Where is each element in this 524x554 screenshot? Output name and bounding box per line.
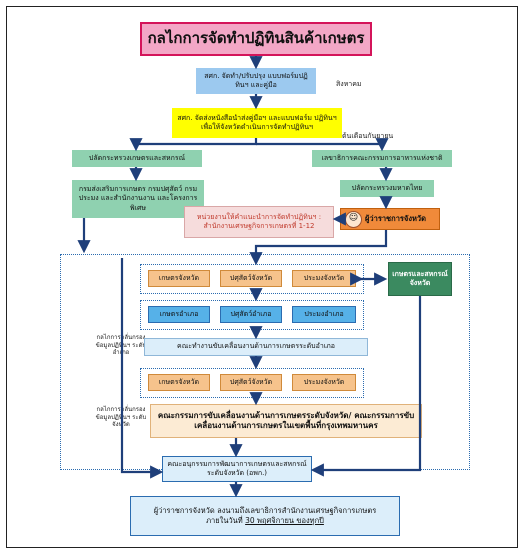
moac-perm-sec-box: ปลัดกระทรวงเกษตรและสหกรณ์ — [72, 150, 202, 167]
side-label-district: กลไกการกลั่นกรอง ข้อมูลปฏิทินฯ ระดับอำเภ… — [95, 334, 147, 356]
final-line2-prefix: ภายในวันที่ — [206, 516, 246, 525]
step2-date: ต้นเดือนกันยายน — [342, 132, 394, 140]
province-fishery-office-2: ประมงจังหวัด — [292, 374, 356, 391]
moi-perm-sec-box: ปลัดกระทรวงมหาดไทย — [340, 180, 434, 197]
district-agri-office: เกษตรอำเภอ — [148, 306, 210, 323]
province-livestock-office: ปศุสัตว์จังหวัด — [220, 270, 282, 287]
nesdc-box: เลขาธิการคณะกรรมการอาหารแห่งชาติ — [312, 150, 452, 167]
province-agri-office: เกษตรจังหวัด — [148, 270, 210, 287]
district-committee-box: คณะทำงานขับเคลื่อนงานด้านการเกษตรระดับอำ… — [144, 338, 368, 356]
step1-box: สศก. จัดทำ/ปรับปรุง แบบฟอร์มปฏิทินฯ และค… — [196, 68, 316, 94]
final-box: ผู้ว่าราชการจังหวัด ลงนามถึงเลขาธิการสำน… — [130, 496, 400, 536]
person-icon: ☺ — [345, 210, 362, 228]
final-line1: ผู้ว่าราชการจังหวัด ลงนามถึงเลขาธิการสำน… — [153, 506, 377, 516]
step2-box: สศก. จัดส่งหนังสือนำส่งคู่มือฯ และแบบฟอร… — [172, 108, 342, 138]
province-livestock-office-2: ปศุสัตว์จังหวัด — [220, 374, 282, 391]
side-label-province: กลไกการกลั่นกรอง ข้อมูลปฏิทินฯ ระดับจังห… — [95, 406, 147, 428]
final-deadline: 30 พฤศจิกายน ของทุกปี — [245, 516, 324, 525]
diagram-title: กลไกการจัดทำปฏิทินสินค้าเกษตร — [140, 22, 372, 56]
provincial-committee-box: คณะกรรมการขับเคลื่อนงานด้านการเกษตรระดับ… — [150, 404, 422, 438]
diagram-frame — [6, 6, 518, 548]
final-line2: ภายในวันที่ 30 พฤศจิกายน ของทุกปี — [206, 516, 324, 526]
district-livestock-office: ปศุสัตว์อำเภอ — [220, 306, 282, 323]
sub-committee-box: คณะอนุกรรมการพัฒนาการเกษตรและสหกรณ์ ระดั… — [162, 456, 312, 482]
dept-list-box: กรมส่งเสริมการเกษตร กรมปศุสัตว์ กรมประมง… — [72, 180, 204, 218]
coordinator-box: หน่วยงานให้คำแนะนำการจัดทำปฏิทินฯ : สำนั… — [184, 206, 334, 238]
province-fishery-office: ประมงจังหวัด — [292, 270, 356, 287]
governor-box: ☺ ผู้ว่าราชการจังหวัด — [340, 208, 440, 230]
district-fishery-office: ประมงอำเภอ — [292, 306, 356, 323]
province-agri-office-2: เกษตรจังหวัด — [148, 374, 210, 391]
step1-date: สิงหาคม — [336, 80, 362, 88]
provincial-agri-coop-box: เกษตรและสหกรณ์ จังหวัด — [388, 262, 452, 296]
governor-label: ผู้ว่าราชการจังหวัด — [365, 214, 427, 224]
